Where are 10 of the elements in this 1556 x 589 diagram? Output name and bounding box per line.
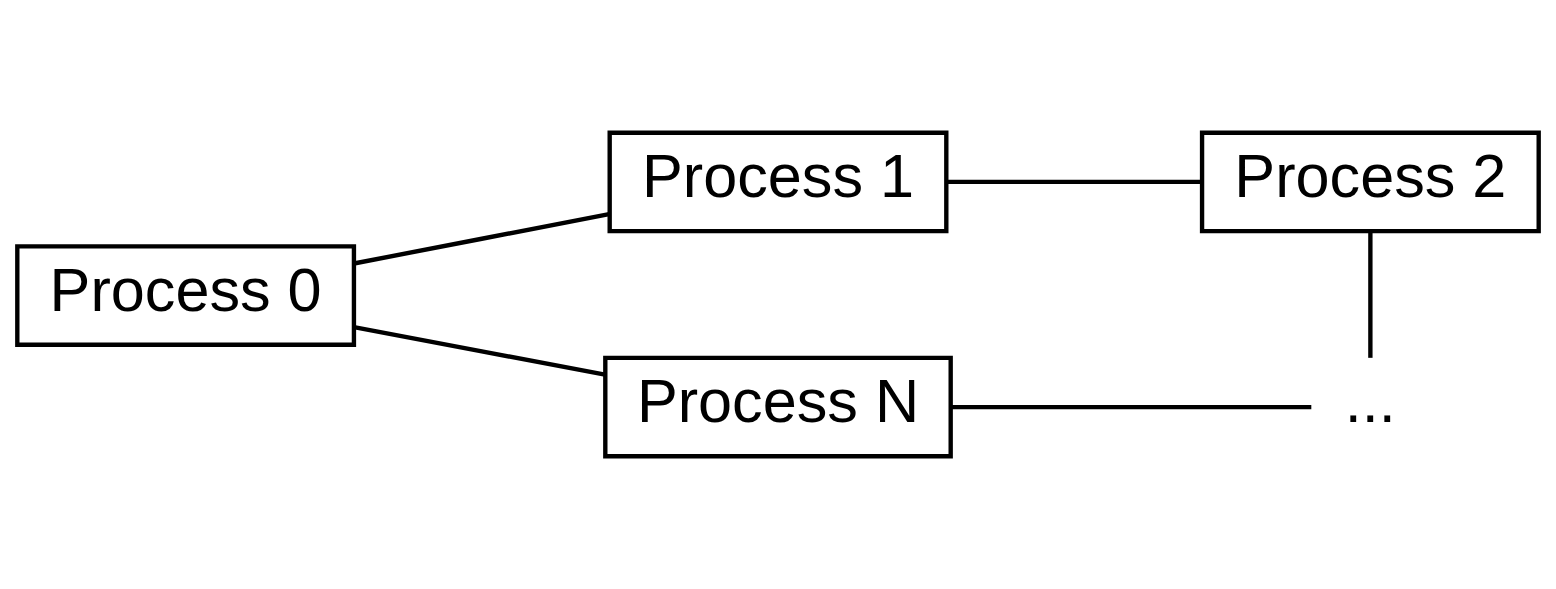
- connector: [353, 212, 610, 266]
- node-box: Process N: [603, 355, 953, 459]
- node-text: ...: [1344, 367, 1396, 436]
- connector: [1368, 231, 1373, 358]
- node-box: Process 1: [607, 130, 949, 234]
- node-box: Process 2: [1199, 130, 1541, 234]
- node-box: Process 0: [15, 244, 357, 347]
- connector: [951, 404, 1312, 410]
- connector: [353, 324, 606, 377]
- connector: [946, 179, 1202, 185]
